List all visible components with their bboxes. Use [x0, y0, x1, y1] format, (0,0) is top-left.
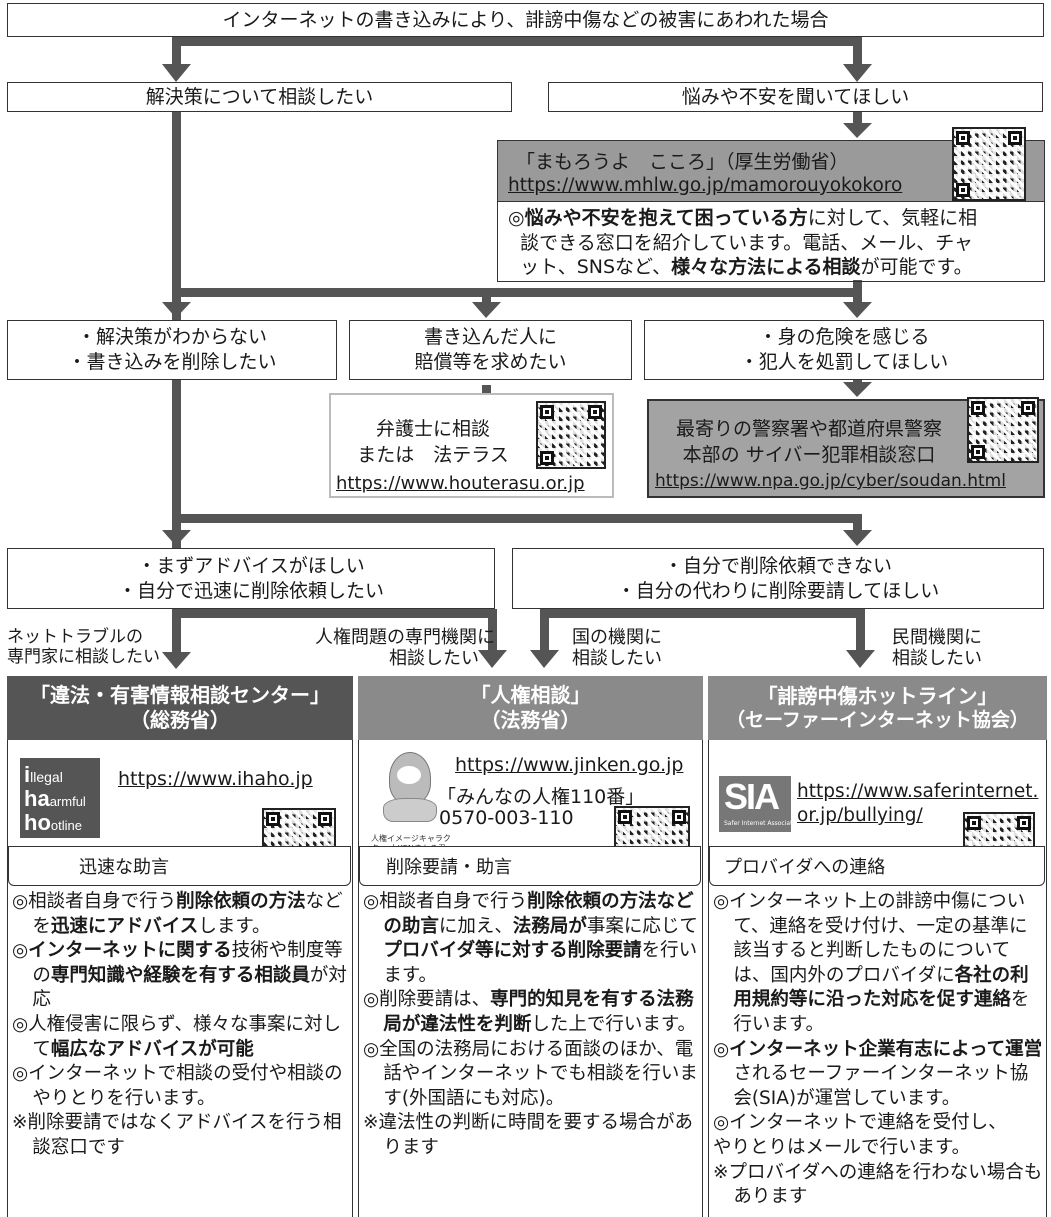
mamorouyo-desc: ◎悩みや不安を抱えて困っている方に対して、気軽に相 談できる窓口を紹介しています…: [497, 202, 1045, 282]
branch-right: 悩みや不安を聞いてほしい: [548, 82, 1043, 112]
removal-advice-tag: 削除要請・助言: [359, 846, 701, 886]
sia-notes: ◎インターネット上の誹謗中傷について、連絡を受け付け、一定の基準に該当すると判断…: [713, 891, 1043, 1208]
provider-contact-tag: プロバイダへの連絡: [709, 846, 1045, 886]
lawyer-line1: 弁護士に相談: [375, 418, 490, 440]
lawyer-box: 弁護士に相談 または 法テラス https://www.houterasu.or…: [329, 393, 614, 498]
jinken-phone[interactable]: 0570-003-110: [439, 807, 574, 829]
request-removal-box: ・自分で削除依頼できない・自分の代わりに削除要請してほしい: [512, 548, 1044, 609]
need-solution-box: ・解決策がわからない・書き込みを削除したい: [7, 320, 337, 380]
label-human-rights: 人権問題の専門機関に相談したい: [315, 627, 495, 669]
npa-link[interactable]: https://www.npa.go.jp/cyber/soudan.html: [655, 471, 1006, 491]
sia-link[interactable]: https://www.saferinternet.or.jp/bullying…: [797, 781, 1039, 827]
jinken-link[interactable]: https://www.jinken.go.jp: [455, 754, 684, 776]
qr-code-icon: [952, 127, 1026, 201]
mamorouyo-title: 「まもろうよ こころ」（厚生労働省）: [516, 151, 849, 173]
lawyer-line2: または 法テラス: [357, 443, 509, 466]
ihaho-logo: illegal haarmful hootline: [20, 758, 100, 838]
ihaho-notes: ◎相談者自身で行う削除依頼の方法などを迅速にアドバイスします。 ◎インターネット…: [12, 891, 347, 1158]
police-line1: 最寄りの警察署や都道府県警察: [675, 418, 942, 440]
ihaho-header: 「違法・有害情報相談センター」（総務省）: [7, 676, 353, 740]
label-national: 国の機関に相談したい: [572, 627, 662, 669]
branch-left: 解決策について相談したい: [7, 82, 512, 112]
police-line2: 本部の サイバー犯罪相談窓口: [682, 443, 936, 466]
qr-code-icon: [536, 401, 606, 469]
police-box: 最寄りの警察署や都道府県警察 本部の サイバー犯罪相談窓口 https://ww…: [647, 397, 1045, 498]
label-private: 民間機関に相談したい: [892, 627, 982, 669]
sia-panel: SIA Safer Internet Association https://w…: [708, 740, 1047, 1217]
top-title: インターネットの書き込みにより、誹謗中傷などの被害にあわれた場合: [7, 3, 1044, 37]
advice-box: ・まずアドバイスがほしい・自分で迅速に削除依頼したい: [7, 548, 495, 609]
jinken-notes: ◎相談者自身で行う削除依頼の方法などの助言に加え、法務局が事案に応じてプロバイダ…: [363, 891, 698, 1158]
danger-punish-box: ・身の危険を感じる・犯人を処罰してほしい: [644, 320, 1044, 380]
jinken-panel: 人権イメージキャラクター 人KENまもる君 https://www.jinken…: [358, 740, 703, 1217]
branch-right-text: 悩みや不安を聞いてほしい: [681, 85, 910, 108]
jinken-header: 「人権相談」（法務省）: [358, 676, 703, 740]
sia-header: 「誹謗中傷ホットライン」（セーファーインターネット協会）: [708, 676, 1047, 740]
branch-left-text: 解決策について相談したい: [145, 85, 374, 108]
jinken-hotline-name: 「みんなの人権110番」: [437, 786, 645, 808]
qr-code-icon: [967, 397, 1039, 463]
ihaho-link[interactable]: https://www.ihaho.jp: [118, 768, 313, 790]
mascot-icon: [377, 752, 447, 832]
mamorouyo-link[interactable]: https://www.mhlw.go.jp/mamorouyokokoro: [508, 175, 903, 196]
quick-advice-tag: 迅速な助言: [8, 846, 351, 886]
sia-logo: SIA Safer Internet Association: [719, 776, 802, 832]
houterasu-link[interactable]: https://www.houterasu.or.jp: [336, 473, 585, 494]
mamorouyo-header: 「まもろうよ こころ」（厚生労働省） https://www.mhlw.go.j…: [497, 127, 1045, 202]
seek-compensation-box: 書き込んだ人に賠償等を求めたい: [349, 320, 632, 380]
label-net-trouble: ネットトラブルの専門家に相談したい: [7, 627, 160, 667]
ihaho-panel: illegal haarmful hootline https://www.ih…: [7, 740, 353, 1217]
top-title-text: インターネットの書き込みにより、誹謗中傷などの被害にあわれた場合: [222, 8, 829, 31]
